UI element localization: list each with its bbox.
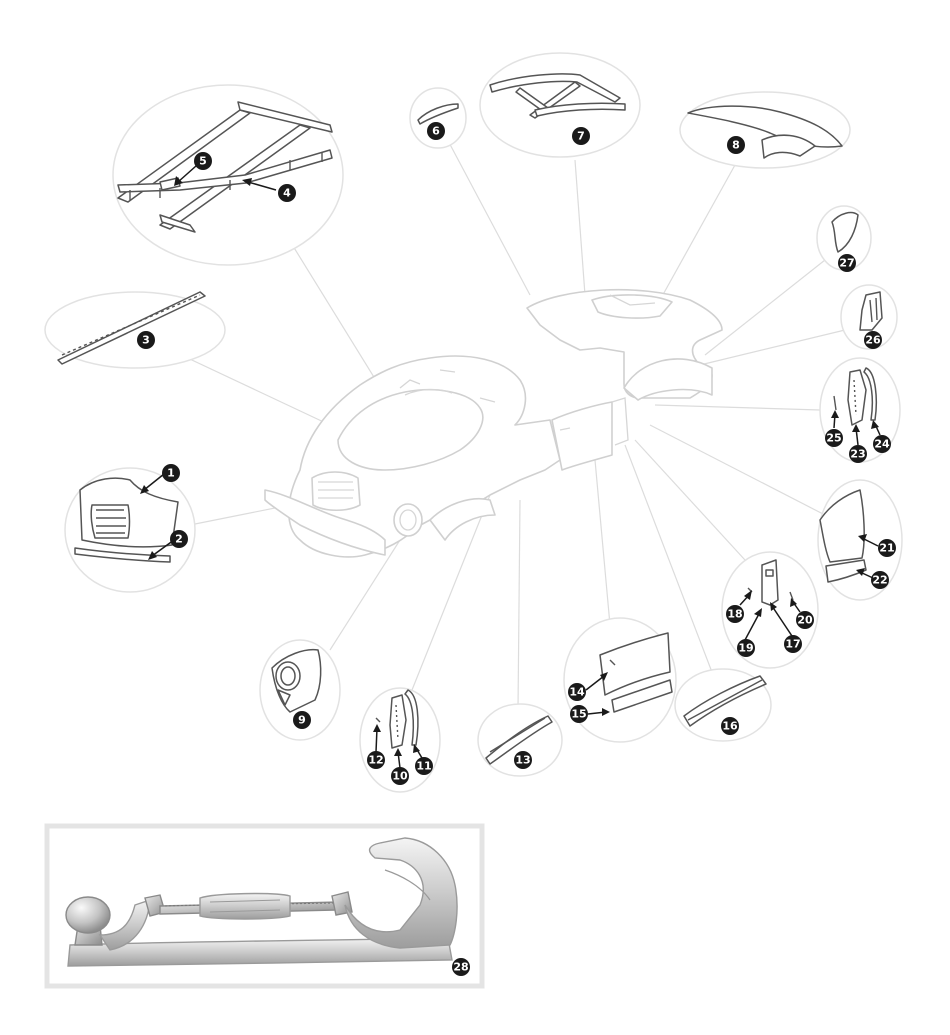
part-23-shape [847, 369, 867, 426]
callout-20: 20 [796, 611, 814, 629]
svg-text:24: 24 [874, 438, 890, 451]
svg-text:4: 4 [283, 187, 291, 200]
part-12-shape [375, 717, 381, 723]
part-20-shape [789, 591, 794, 601]
callout-4: 4 [278, 184, 296, 202]
part-25-shape [833, 395, 837, 411]
callout-5: 5 [194, 152, 212, 170]
callouts: 1 2 3 4 5 6 7 8 9 10 11 12 13 14 15 16 1… [137, 122, 896, 785]
svg-text:16: 16 [722, 720, 738, 733]
part-14-shape [599, 632, 671, 696]
roof-frame-bubble [112, 84, 344, 266]
callout-16: 16 [721, 717, 739, 735]
callout-26: 26 [864, 331, 882, 349]
callout-9: 9 [293, 711, 311, 729]
svg-text:17: 17 [785, 638, 800, 651]
part-6-shape [417, 103, 459, 125]
svg-text:20: 20 [797, 614, 813, 627]
svg-text:18: 18 [727, 608, 742, 621]
windscreen-strip-part [57, 291, 206, 365]
svg-text:1: 1 [167, 467, 175, 480]
part-21-shape [819, 489, 865, 563]
callout-11: 11 [415, 757, 433, 775]
callout-22: 22 [871, 571, 889, 589]
part-13-group [477, 703, 563, 777]
front-panel-group [64, 467, 196, 593]
rear-panel-part [687, 105, 843, 159]
svg-text:13: 13 [515, 754, 530, 767]
car-body-ghost [264, 288, 723, 558]
part-10-shape [389, 694, 407, 749]
part-16-group [674, 668, 772, 742]
roof-frame-group [112, 84, 344, 266]
part-17-shape [761, 559, 779, 606]
callout-15: 15 [570, 705, 588, 723]
callout-17: 17 [784, 635, 802, 653]
part-6-bubble [409, 87, 467, 149]
callout-21: 21 [878, 539, 896, 557]
svg-text:8: 8 [732, 139, 740, 152]
callout-13: 13 [514, 751, 532, 769]
headlamp-bowl-part [271, 648, 322, 713]
callout-6: 6 [427, 122, 445, 140]
front-panel-part [74, 477, 179, 563]
part-6-group [409, 87, 467, 149]
part-27-group [816, 205, 872, 271]
part-15-shape [611, 679, 673, 713]
body-file-holder-tool [65, 837, 458, 967]
svg-text:3: 3 [142, 334, 150, 347]
callout-19: 19 [737, 639, 755, 657]
svg-text:19: 19 [738, 642, 753, 655]
callout-10: 10 [391, 767, 409, 785]
hardtop-frame-group [479, 52, 641, 158]
svg-text:6: 6 [432, 125, 440, 138]
svg-text:23: 23 [850, 448, 865, 461]
part-27-shape [831, 211, 859, 253]
part-24-shape [863, 367, 878, 421]
svg-text:22: 22 [872, 574, 887, 587]
rear-panel-group [679, 91, 851, 169]
callout-28: 28 [452, 958, 470, 976]
callout-2: 2 [170, 530, 188, 548]
part-11-shape [404, 689, 419, 746]
svg-text:10: 10 [392, 770, 408, 783]
svg-text:7: 7 [577, 130, 585, 143]
svg-text:9: 9 [298, 714, 306, 727]
svg-text:27: 27 [839, 257, 854, 270]
hardtop-frame-part [489, 73, 626, 119]
callout-25: 25 [825, 429, 843, 447]
parts-21-22-group [817, 479, 903, 601]
svg-text:2: 2 [175, 533, 183, 546]
callout-12: 12 [367, 751, 385, 769]
part-26-group [840, 284, 898, 350]
svg-text:12: 12 [368, 754, 383, 767]
svg-text:21: 21 [879, 542, 894, 555]
tool-panel: 28 [44, 823, 485, 989]
callout-3: 3 [137, 331, 155, 349]
arrow-to-5 [174, 165, 197, 186]
door-skin-group [563, 617, 677, 743]
svg-text:25: 25 [826, 432, 841, 445]
windscreen-strip-group [44, 291, 226, 369]
callout-7: 7 [572, 127, 590, 145]
svg-text:5: 5 [199, 155, 207, 168]
callout-18: 18 [726, 605, 744, 623]
callout-24: 24 [873, 435, 891, 453]
headlamp-bowl-group [259, 639, 341, 741]
svg-text:26: 26 [865, 334, 881, 347]
leader-lines [159, 134, 846, 711]
callout-27: 27 [838, 254, 856, 272]
roof-frame-part [117, 101, 333, 233]
svg-text:28: 28 [453, 961, 468, 974]
callout-8: 8 [727, 136, 745, 154]
svg-text:11: 11 [416, 760, 431, 773]
part-22-shape [825, 559, 867, 583]
callout-1: 1 [162, 464, 180, 482]
callout-14: 14 [568, 683, 586, 701]
callout-23: 23 [849, 445, 867, 463]
arrow-to-4 [242, 178, 277, 191]
svg-text:14: 14 [569, 686, 585, 699]
svg-text:15: 15 [571, 708, 586, 721]
